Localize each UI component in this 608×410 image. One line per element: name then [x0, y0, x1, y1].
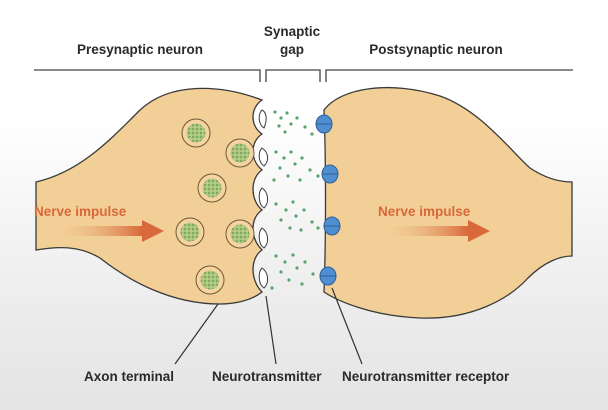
- label-gap: gap: [280, 42, 304, 57]
- neurotransmitter-receptor: [323, 216, 341, 236]
- label-impulse-right: Nerve impulse: [378, 204, 471, 219]
- bracket-lines: [34, 69, 573, 82]
- neurotransmitter-molecules: [270, 110, 320, 290]
- presynaptic-neuron: [35, 87, 264, 305]
- impulse-arrow-left: [50, 220, 164, 242]
- vesicle: [181, 118, 211, 148]
- label-receptor: Neurotransmitter receptor: [342, 369, 510, 384]
- vesicle: [195, 265, 225, 295]
- synaptic-vesicles: [175, 118, 255, 295]
- vesicle: [197, 173, 227, 203]
- label-synaptic: Synaptic: [264, 24, 321, 39]
- neurotransmitter-receptor: [319, 266, 337, 286]
- release-sites: [258, 109, 269, 289]
- vesicle: [175, 217, 205, 247]
- leader-lines: [174, 287, 363, 365]
- vesicle: [225, 219, 255, 249]
- impulse-arrow-right: [378, 220, 490, 242]
- label-presynaptic: Presynaptic neuron: [77, 42, 203, 57]
- label-neurotransmitter: Neurotransmitter: [212, 369, 322, 384]
- vesicle: [225, 138, 255, 168]
- neurotransmitter-receptor: [321, 164, 339, 184]
- postsynaptic-neuron: [323, 86, 573, 319]
- label-impulse-left: Nerve impulse: [34, 204, 127, 219]
- label-axon-terminal: Axon terminal: [84, 369, 174, 384]
- neurotransmitter-receptor: [315, 114, 333, 134]
- label-postsynaptic: Postsynaptic neuron: [369, 42, 503, 57]
- receptors: [315, 114, 341, 286]
